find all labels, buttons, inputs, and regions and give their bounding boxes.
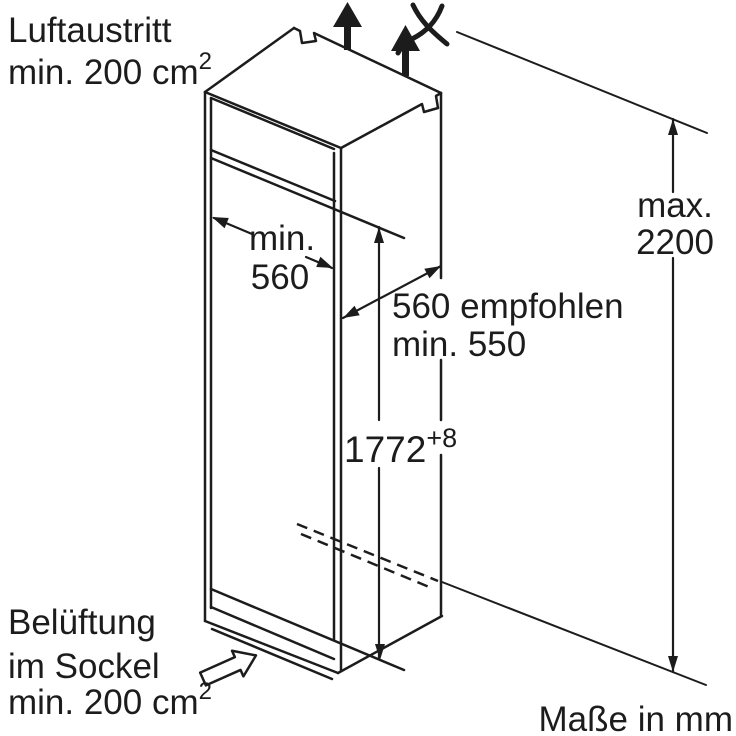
depth-label-line2: min. 550 bbox=[392, 325, 526, 364]
base-vent-line2: im Sockel bbox=[8, 647, 160, 686]
cabinet-plinth-outer-edge bbox=[203, 619, 340, 675]
depth-label-line1: 560 empfohlen bbox=[392, 287, 624, 326]
airflow-up-arrow-1-icon bbox=[333, 2, 362, 50]
extension-lines bbox=[441, 31, 708, 686]
cabinet-front-top-outer-edge bbox=[203, 90, 343, 150]
airflow-up-arrow-2-icon bbox=[391, 25, 420, 76]
niche-width-label-line1: min. bbox=[249, 219, 315, 258]
depth-arrowhead-lower bbox=[343, 305, 360, 318]
dimension-niche-width: min. 560 bbox=[212, 216, 334, 297]
cabinet-floor-bottom-line bbox=[209, 605, 336, 661]
airflow-symbols bbox=[198, 2, 450, 687]
depth-arrowhead-upper bbox=[424, 266, 441, 279]
air-outlet-note: Luftaustritt min. 200 cm2 bbox=[8, 11, 212, 92]
base-vent-line3: min. 200 cm2 bbox=[8, 678, 212, 722]
niche-width-arrowhead-right bbox=[316, 256, 333, 268]
base-vent-line1: Belüftung bbox=[8, 603, 156, 642]
max-height-label-line2: 2200 bbox=[636, 223, 714, 262]
niche-width-label-line2: 560 bbox=[251, 258, 309, 297]
air-outlet-line1: Luftaustritt bbox=[8, 11, 172, 50]
cabinet-drawing bbox=[203, 26, 444, 681]
niche-height-label: 1772+8 bbox=[344, 423, 457, 470]
base-vent-note: Belüftung im Sockel min. 200 cm2 bbox=[8, 603, 212, 722]
units-note: Maße in mm bbox=[539, 700, 733, 736]
cabinet-plinth-inner-line bbox=[210, 627, 334, 681]
cabinet-ceiling-line-1 bbox=[209, 148, 337, 203]
cabinet-top-back-edge-with-notch bbox=[292, 26, 443, 95]
depth-dim-line bbox=[341, 264, 443, 320]
floor-back-hidden-edge-2 bbox=[300, 532, 435, 591]
dimension-niche-height: 1772+8 bbox=[344, 225, 457, 661]
sockel-vent-block-arrow-icon bbox=[198, 649, 258, 687]
cabinet-ceiling-line-2-extension bbox=[209, 156, 406, 240]
dimension-depth: 560 empfohlen min. 550 bbox=[341, 264, 624, 364]
max-height-arrowhead-bottom bbox=[668, 656, 678, 672]
niche-height-arrowhead-top bbox=[374, 227, 384, 243]
air-outlet-line2: min. 200 cm2 bbox=[8, 48, 212, 92]
max-height-label-line1: max. bbox=[637, 186, 713, 225]
max-height-arrowhead-top bbox=[668, 119, 678, 135]
cabinet-top-left-edge bbox=[203, 26, 296, 94]
floor-back-hidden-edge-1 bbox=[296, 522, 439, 583]
cabinet-front-top-inner-edge bbox=[209, 96, 336, 151]
cabinet-side-bottom-edge bbox=[336, 614, 444, 675]
bottom-extension-line bbox=[441, 581, 707, 686]
niche-width-arrowhead-left bbox=[212, 217, 229, 229]
cabinet-top-right-edge-with-notch bbox=[339, 91, 443, 150]
cabinet-floor-front-edge-extension bbox=[209, 587, 406, 672]
top-extension-line bbox=[456, 31, 708, 134]
niche-height-arrowhead-bottom bbox=[375, 644, 385, 660]
vent-cross-icon bbox=[395, 2, 450, 56]
hidden-edges bbox=[296, 522, 439, 591]
dimension-max-height: max. 2200 bbox=[636, 117, 714, 674]
